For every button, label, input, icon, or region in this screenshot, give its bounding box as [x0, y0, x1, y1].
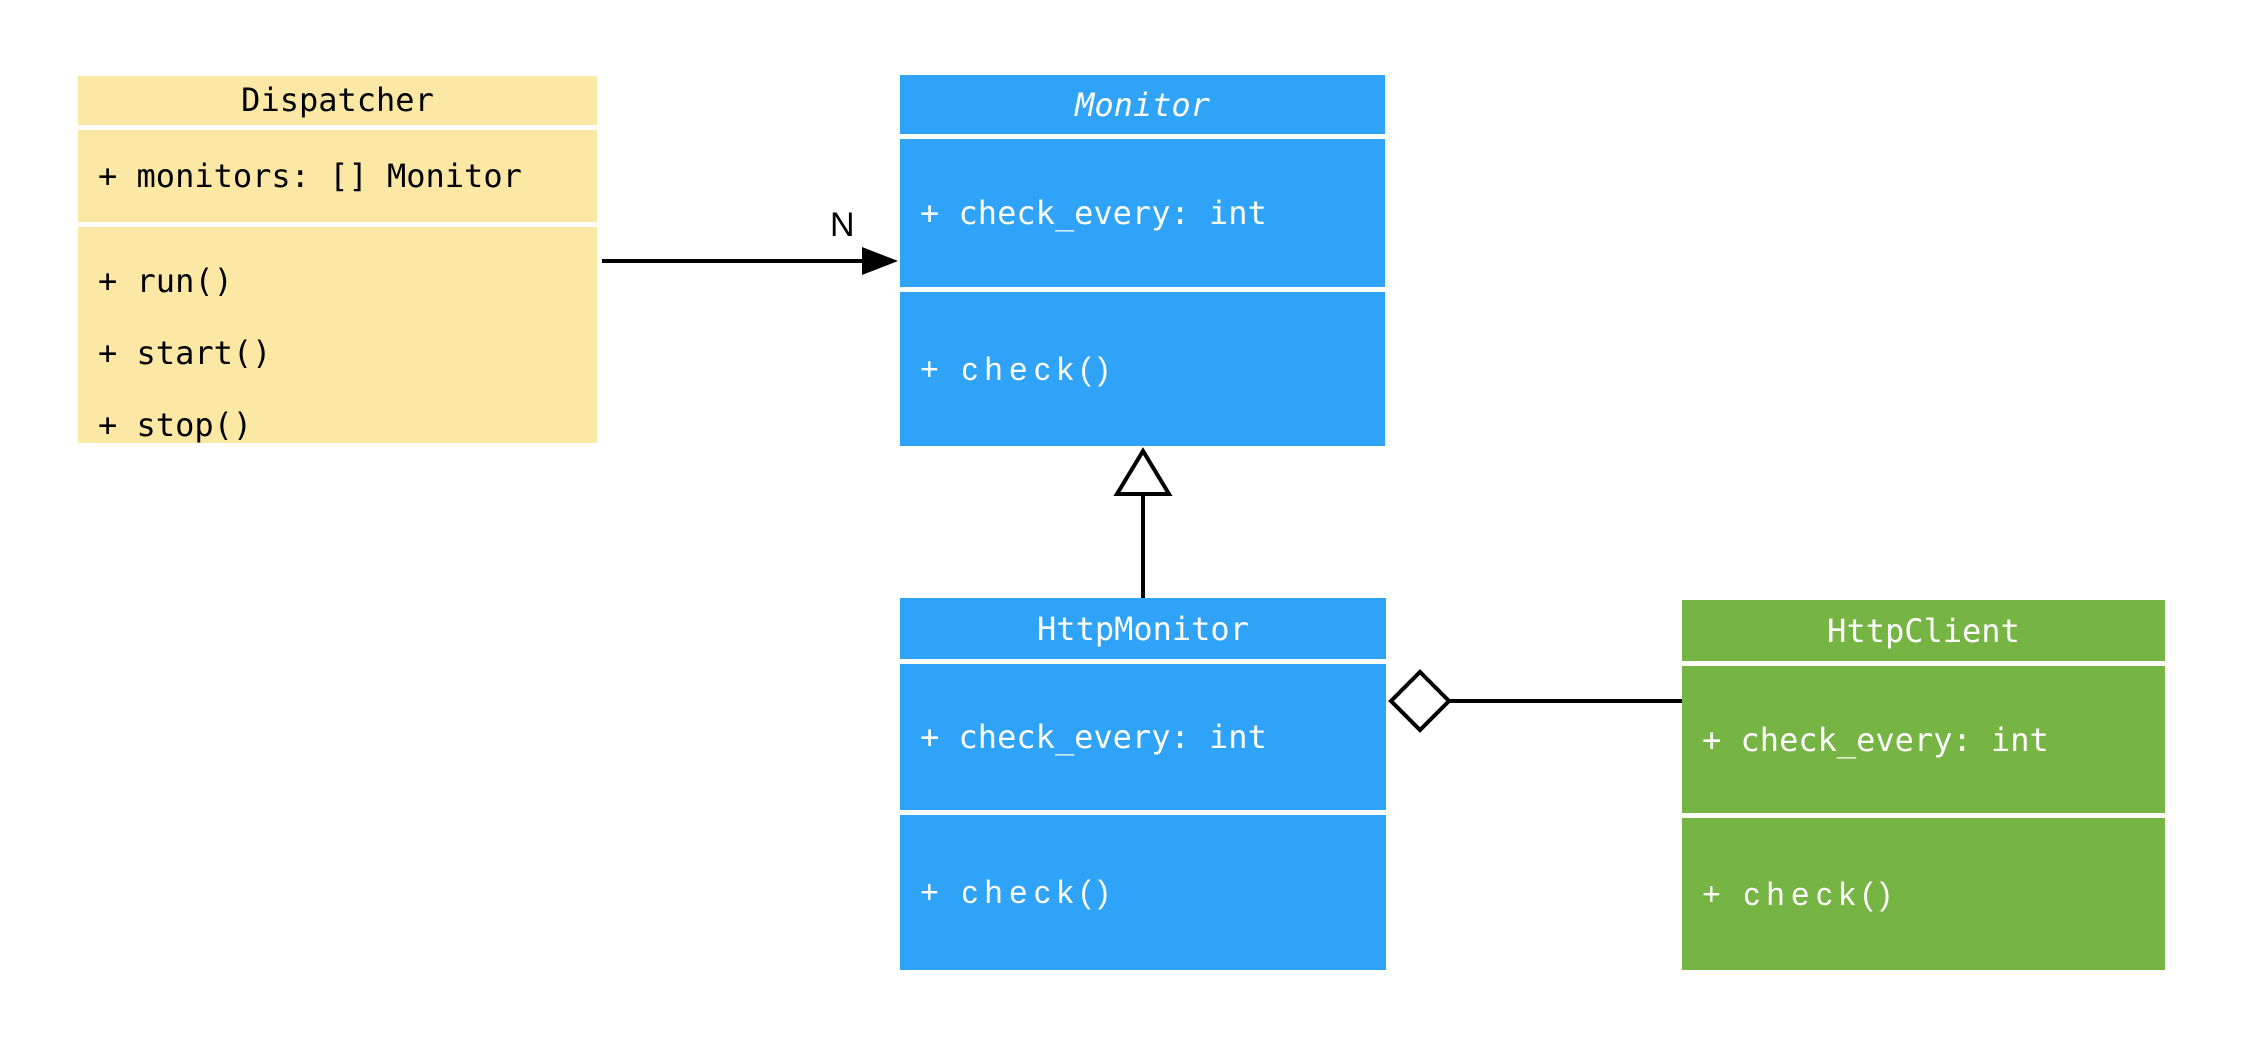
attribute-line: + check_every: int: [920, 194, 1267, 232]
class-box-monitor: Monitor + check_every: int + check(): [900, 75, 1385, 446]
method-line: + check(): [920, 874, 1116, 910]
class-methods: + check(): [900, 292, 1385, 446]
class-attributes: + check_every: int: [900, 664, 1386, 810]
method-line: + check(): [1702, 875, 1898, 912]
method-line: + run(): [98, 262, 233, 300]
multiplicity-label: N: [830, 206, 855, 244]
class-methods: + run() + start() + stop(): [78, 227, 597, 443]
class-attributes: + monitors: [] Monitor: [78, 129, 597, 222]
class-box-httpmonitor: HttpMonitor + check_every: int + check(): [900, 598, 1386, 970]
attribute-line: + check_every: int: [1702, 720, 2049, 759]
class-attributes: + check_every: int: [900, 139, 1385, 287]
class-title: HttpClient: [1682, 600, 2165, 661]
class-box-httpclient: HttpClient + check_every: int + check(): [1682, 600, 2165, 970]
class-box-dispatcher: Dispatcher + monitors: [] Monitor + run(…: [78, 76, 597, 443]
attribute-line: + monitors: [] Monitor: [98, 156, 522, 195]
class-title: Monitor: [900, 75, 1385, 134]
method-line: + start(): [98, 334, 272, 372]
method-line: + check(): [920, 350, 1116, 387]
method-lines: + run() + start() + stop(): [98, 227, 271, 443]
inheritance-triangle-icon: [1113, 447, 1173, 496]
class-attributes: + check_every: int: [1682, 666, 2165, 813]
attribute-line: + check_every: int: [920, 718, 1267, 756]
class-title: HttpMonitor: [900, 598, 1386, 659]
class-methods: + check(): [900, 815, 1386, 970]
method-line: + stop(): [98, 406, 253, 444]
class-methods: + check(): [1682, 818, 2165, 970]
class-title: Dispatcher: [78, 76, 597, 125]
association-arrowhead-icon: [862, 247, 898, 275]
aggregation-diamond-icon: [1388, 669, 1452, 733]
